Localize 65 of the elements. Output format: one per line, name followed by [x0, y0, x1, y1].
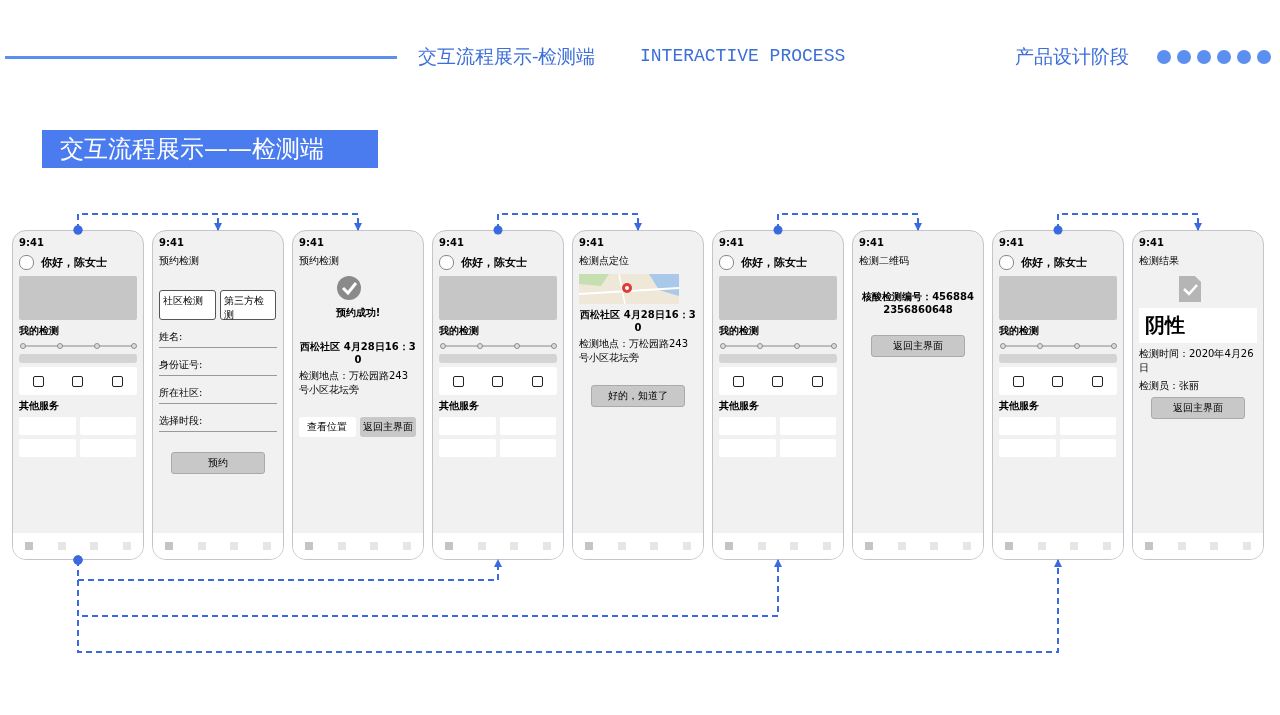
- action-button: 预约: [170, 452, 266, 474]
- phone-screen: [572, 230, 704, 560]
- status-time: 9:41: [1139, 237, 1165, 248]
- info-heading: 预约成功!: [334, 306, 382, 320]
- section-heading: 我的检测: [19, 324, 60, 338]
- action-button: 返回主界面: [359, 417, 417, 437]
- status-time: 9:41: [579, 237, 605, 248]
- status-time: 9:41: [19, 237, 45, 248]
- form-field: 选择时段:: [159, 408, 277, 432]
- status-time: 9:41: [999, 237, 1025, 248]
- status-time: 9:41: [719, 237, 745, 248]
- action-button: 查看位置: [299, 417, 356, 437]
- phone-screen: [292, 230, 424, 560]
- greeting-text: 你好，陈女士: [999, 254, 1117, 272]
- screen-title: 检测结果: [1139, 254, 1180, 268]
- status-time: 9:41: [299, 237, 325, 248]
- title-banner: 交互流程展示——检测端: [42, 130, 378, 168]
- greeting-text: 你好，陈女士: [439, 254, 557, 272]
- flow-arrow: [73, 555, 1062, 653]
- section-heading: 其他服务: [719, 399, 760, 413]
- form-field: 姓名:: [159, 324, 277, 348]
- info-text: 检测员：张丽: [1139, 379, 1200, 393]
- greeting-text: 你好，陈女士: [719, 254, 837, 272]
- status-time: 9:41: [439, 237, 465, 248]
- info-heading: 西松社区 4月28日16：30: [299, 340, 417, 365]
- phone-screen: [432, 230, 564, 560]
- greeting-text: 你好，陈女士: [19, 254, 137, 272]
- flow-arrow: [1053, 213, 1202, 235]
- result-text: 阴性: [1139, 308, 1257, 343]
- form-field: 身份证号:: [159, 352, 277, 376]
- section-heading: 其他服务: [19, 399, 60, 413]
- info-text: 检测地点：万松园路243号小区花坛旁: [299, 369, 410, 397]
- action-button: 返回主界面: [870, 335, 966, 357]
- info-heading: 核酸检测编号：4568842356860648: [861, 290, 975, 315]
- phone-screen: [852, 230, 984, 560]
- section-heading: 其他服务: [439, 399, 480, 413]
- phone-screen: [152, 230, 284, 560]
- screen-title: 预约检测: [299, 254, 340, 268]
- info-text: 检测地点：万松园路243号小区花坛旁: [579, 337, 690, 365]
- phone-screen: [12, 230, 144, 560]
- flow-arrow: [493, 213, 642, 235]
- flow-arrow: [73, 213, 362, 235]
- status-time: 9:41: [159, 237, 185, 248]
- info-heading: 西松社区 4月28日16：30: [579, 308, 697, 333]
- status-time: 9:41: [859, 237, 885, 248]
- action-button: 好的，知道了: [590, 385, 686, 407]
- form-field: 所在社区:: [159, 380, 277, 404]
- screen-title: 检测点定位: [579, 254, 630, 268]
- screen-title: 预约检测: [159, 254, 200, 268]
- section-heading: 我的检测: [719, 324, 760, 338]
- section-heading: 其他服务: [999, 399, 1040, 413]
- phone-screen: [712, 230, 844, 560]
- flow-arrow: [773, 213, 922, 235]
- phone-screen: [1132, 230, 1264, 560]
- section-heading: 我的检测: [999, 324, 1040, 338]
- header-subtitle: INTERACTIVE PROCESS: [640, 46, 846, 66]
- info-text: 检测时间：2020年4月26日: [1139, 347, 1255, 375]
- option-card: 第三方检测: [219, 290, 277, 320]
- section-heading: 我的检测: [439, 324, 480, 338]
- option-card: 社区检测: [159, 290, 216, 320]
- screen-title: 检测二维码: [859, 254, 910, 268]
- action-button: 返回主界面: [1150, 397, 1246, 419]
- phone-screen: [992, 230, 1124, 560]
- stage-label: 产品设计阶段: [1015, 44, 1129, 69]
- header-title: 交互流程展示-检测端: [418, 44, 596, 69]
